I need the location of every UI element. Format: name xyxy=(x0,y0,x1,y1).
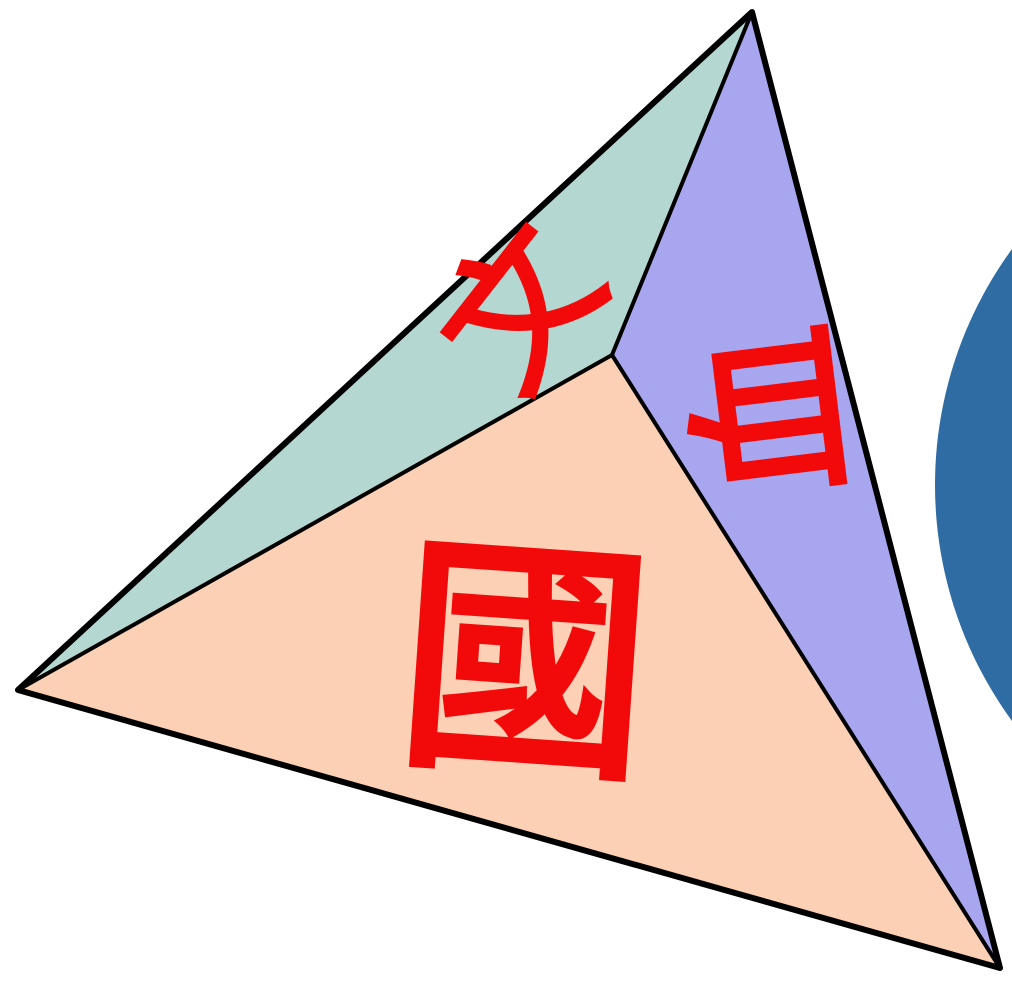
face-right-char: 血 xyxy=(662,315,881,508)
face-bottom-char: 國 xyxy=(390,507,660,818)
